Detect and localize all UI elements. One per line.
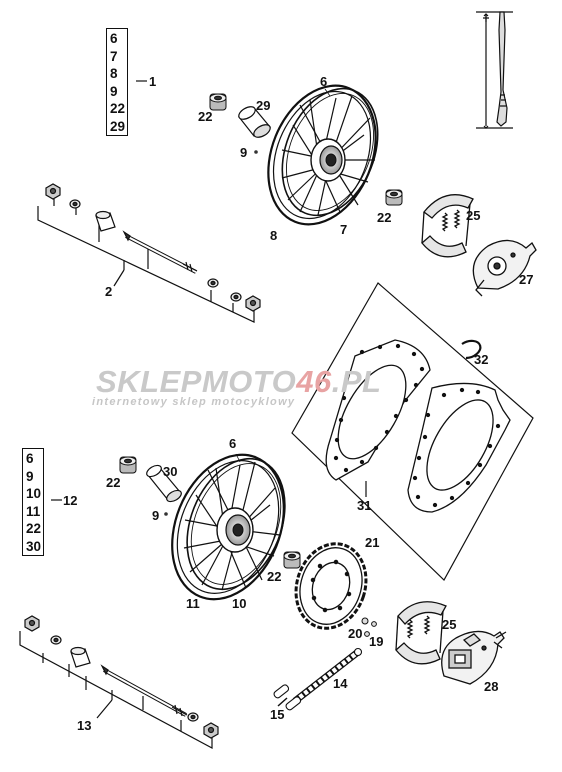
- rear-axle-assembly[interactable]: [19, 615, 219, 750]
- rear-kit-item[interactable]: 22: [26, 521, 42, 536]
- callout-6[interactable]: 6: [229, 436, 237, 451]
- callout-28[interactable]: 28: [484, 679, 499, 694]
- rear-kit-item[interactable]: 9: [26, 468, 34, 484]
- callout-22[interactable]: 22: [198, 109, 213, 124]
- front-wheel[interactable]: [249, 70, 396, 241]
- front-kit-item[interactable]: 8: [110, 66, 118, 81]
- front-bearing-22-left[interactable]: [209, 93, 227, 111]
- watermark-brand-main: SKLEPMOTO: [96, 364, 297, 399]
- watermark-tagline: internetowy sklep motocyklowy: [92, 396, 296, 408]
- front-brake-plate[interactable]: [472, 239, 537, 297]
- front-kit-box: 6 7 8 9 22 29: [106, 28, 129, 136]
- rear-kit-item[interactable]: 30: [26, 538, 42, 554]
- callout-19[interactable]: 19: [369, 634, 384, 649]
- sprocket-bolts[interactable]: [361, 617, 377, 637]
- rear-brake-plate[interactable]: [441, 630, 507, 685]
- callout-21[interactable]: 21: [365, 535, 380, 550]
- callout-22[interactable]: 22: [106, 475, 121, 490]
- callout-10[interactable]: 10: [232, 596, 247, 611]
- rear-brake-shoes[interactable]: [395, 601, 447, 665]
- callout-11[interactable]: 11: [186, 596, 200, 611]
- front-spacer-29[interactable]: [237, 104, 273, 140]
- circlip-32[interactable]: [461, 339, 482, 360]
- rear-nipple-9[interactable]: [164, 512, 168, 516]
- rear-bearing-22-left[interactable]: [119, 456, 137, 474]
- callout-22[interactable]: 22: [267, 569, 282, 584]
- drive-chain[interactable]: [292, 647, 363, 704]
- front-nipple-9[interactable]: [254, 150, 258, 154]
- callout-27[interactable]: 27: [519, 272, 534, 287]
- callout-25[interactable]: 25: [442, 617, 457, 632]
- watermark-brand-end: .PL: [331, 364, 382, 399]
- front-kit-item[interactable]: 29: [110, 118, 126, 134]
- rear-sprocket[interactable]: [285, 535, 376, 638]
- rear-bearing-22-right[interactable]: [283, 551, 301, 569]
- front-bearing-22-right[interactable]: [385, 189, 403, 206]
- rear-wheel[interactable]: [152, 438, 305, 616]
- front-kit-item[interactable]: 22: [110, 101, 126, 116]
- callout-15[interactable]: 15: [270, 707, 285, 722]
- cush-drive-rubber-left[interactable]: [324, 339, 431, 481]
- callout-22[interactable]: 22: [377, 210, 392, 225]
- rear-kit-item[interactable]: 6: [26, 451, 34, 466]
- callout-12[interactable]: 12: [63, 493, 78, 508]
- spoke-wrench: [476, 11, 513, 129]
- chain-master-link[interactable]: [273, 684, 302, 711]
- front-brake-shoes[interactable]: [421, 194, 474, 258]
- callout-leaders: [235, 88, 331, 463]
- callout-8[interactable]: 8: [270, 228, 278, 243]
- callout-31[interactable]: 31: [357, 498, 372, 513]
- rear-kit-item[interactable]: 11: [26, 503, 41, 519]
- callout-32[interactable]: 32: [474, 352, 489, 367]
- callout-20[interactable]: 20: [348, 626, 363, 641]
- front-kit-item[interactable]: 6: [110, 31, 118, 46]
- front-kit-item[interactable]: 9: [110, 83, 118, 99]
- callout-9[interactable]: 9: [152, 508, 160, 523]
- callout-1[interactable]: 1: [149, 74, 157, 89]
- rear-kit-item[interactable]: 10: [26, 486, 42, 501]
- callout-2[interactable]: 2: [105, 284, 113, 299]
- callout-9[interactable]: 9: [240, 145, 248, 160]
- callout-7[interactable]: 7: [340, 222, 348, 237]
- rear-spacer-30[interactable]: [145, 463, 183, 504]
- front-kit-item[interactable]: 7: [110, 48, 118, 64]
- cush-drive-rubber-right[interactable]: [407, 382, 511, 513]
- callout-25[interactable]: 25: [466, 208, 481, 223]
- callout-14[interactable]: 14: [333, 676, 348, 691]
- callout-13[interactable]: 13: [77, 718, 92, 733]
- rear-kit-box: 6 9 10 11 22 30: [22, 448, 45, 556]
- cush-drive-panel: [291, 282, 534, 581]
- front-axle-assembly[interactable]: [37, 183, 261, 323]
- watermark-brand: SKLEPMOTO46.PL: [96, 366, 466, 397]
- callout-29[interactable]: 29: [256, 98, 271, 113]
- callout-30[interactable]: 30: [163, 464, 178, 479]
- callout-6[interactable]: 6: [320, 74, 328, 89]
- watermark-brand-accent: 46: [296, 364, 332, 399]
